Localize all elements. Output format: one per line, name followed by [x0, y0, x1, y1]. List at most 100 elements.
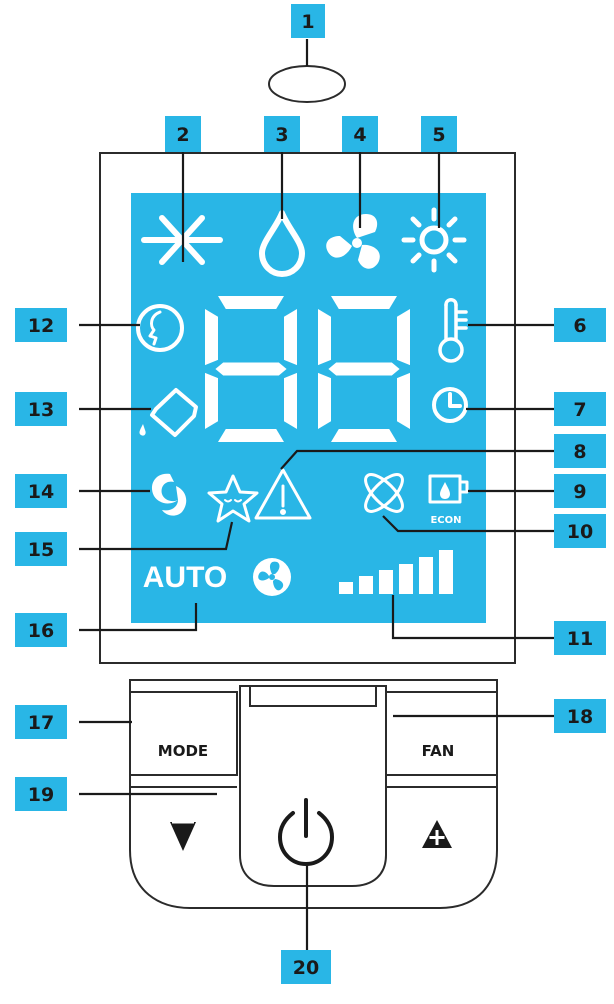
callout-number: 12 — [28, 315, 54, 337]
callout-number: 1 — [301, 11, 314, 33]
digit-1-segment-f — [205, 309, 218, 366]
bucket-icon — [139, 388, 198, 437]
callout-box — [421, 116, 457, 152]
callout-number: 10 — [567, 521, 593, 543]
power-button[interactable] — [239, 685, 387, 887]
digit-2-segment-d — [331, 429, 397, 442]
callout-number: 18 — [567, 706, 593, 728]
warning-icon — [254, 468, 312, 520]
callout-16: 16 — [15, 613, 67, 647]
callout-box — [554, 514, 606, 548]
callout-number: 9 — [573, 481, 586, 503]
callout-number: 17 — [28, 712, 54, 734]
callout-box — [281, 950, 331, 984]
callout-box — [15, 308, 67, 342]
callout-1: 1 — [291, 4, 325, 38]
digit-1-segment-d — [218, 429, 284, 442]
callout-box — [15, 474, 67, 508]
callout-6: 6 — [554, 308, 606, 342]
digit-2-segment-a — [331, 296, 397, 309]
digit-2-segment-c — [397, 372, 410, 429]
callout-8: 8 — [554, 434, 606, 468]
callout-number: 14 — [28, 481, 54, 503]
callout-box — [15, 777, 67, 811]
callout-box — [165, 116, 201, 152]
ir-sensor — [268, 65, 346, 103]
callout-box — [342, 116, 378, 152]
callout-box — [15, 705, 67, 739]
ionizer-icon — [364, 473, 404, 513]
callout-box — [15, 392, 67, 426]
swirl-icon — [151, 473, 187, 516]
water-drop-icon — [259, 210, 305, 277]
leader-lines — [79, 39, 554, 950]
power-icon — [277, 798, 335, 867]
sleep-star-icon — [207, 474, 259, 523]
callout-11: 11 — [554, 621, 606, 655]
auto-label: AUTO — [143, 561, 227, 594]
callout-10: 10 — [554, 514, 606, 548]
digit-1-segment-g — [215, 362, 287, 376]
clock-icon — [432, 387, 468, 423]
digit-1-segment-b — [284, 309, 297, 366]
callout-3: 3 — [264, 116, 300, 152]
callout-4: 4 — [342, 116, 378, 152]
power-button-top — [249, 686, 377, 707]
callout-5: 5 — [421, 116, 457, 152]
callout-14: 14 — [15, 474, 67, 508]
callout-number: 19 — [28, 784, 54, 806]
callout-box — [264, 116, 300, 152]
callout-number: 5 — [432, 124, 445, 146]
button-panel — [129, 679, 498, 909]
econ-label: ECON — [430, 515, 461, 526]
callout-box — [554, 308, 606, 342]
digit-2-segment-e — [318, 372, 331, 429]
callout-box — [15, 613, 67, 647]
mode-button[interactable] — [132, 694, 235, 773]
digit-1-segment-a — [218, 296, 284, 309]
callout-number: 4 — [353, 124, 366, 146]
callout-number: 11 — [567, 628, 593, 650]
callout-13: 13 — [15, 392, 67, 426]
thermometer-icon — [438, 298, 468, 363]
callout-20: 20 — [281, 950, 331, 984]
digit-1-segment-e — [205, 372, 218, 429]
callout-17: 17 — [15, 705, 67, 739]
digit-2-segment-g — [328, 362, 400, 376]
callout-number: 3 — [275, 124, 288, 146]
face-icon — [136, 304, 184, 352]
callout-box — [554, 392, 606, 426]
callout-12: 12 — [15, 308, 67, 342]
callout-19: 19 — [15, 777, 67, 811]
callout-7: 7 — [554, 392, 606, 426]
fan-circle-icon — [253, 558, 291, 596]
callout-15: 15 — [15, 532, 67, 566]
signal-bars-icon — [339, 550, 453, 594]
callout-number: 2 — [176, 124, 189, 146]
mode-label: MODE — [158, 742, 208, 760]
sun-icon — [401, 207, 467, 273]
callout-box — [554, 621, 606, 655]
callout-number: 20 — [293, 957, 319, 979]
lcd-screen — [131, 193, 486, 623]
callout-box — [554, 699, 606, 733]
econ-tank-icon: ECON — [428, 474, 469, 526]
callout-2: 2 — [165, 116, 201, 152]
down-triangle-icon[interactable] — [132, 789, 235, 879]
callout-box — [15, 532, 67, 566]
callout-box — [554, 474, 606, 508]
callout-number: 13 — [28, 399, 54, 421]
callout-18: 18 — [554, 699, 606, 733]
callout-number: 16 — [28, 620, 54, 642]
digit-1-segment-c — [284, 372, 297, 429]
fan-icon — [326, 214, 380, 269]
callout-9: 9 — [554, 474, 606, 508]
seven-segment-digits — [205, 296, 410, 442]
digit-2-segment-f — [318, 309, 331, 366]
up-triangle-plus-icon[interactable] — [388, 789, 495, 879]
callout-number: 8 — [573, 441, 586, 463]
callout-number: 6 — [573, 315, 586, 337]
fan-button[interactable] — [388, 694, 495, 773]
